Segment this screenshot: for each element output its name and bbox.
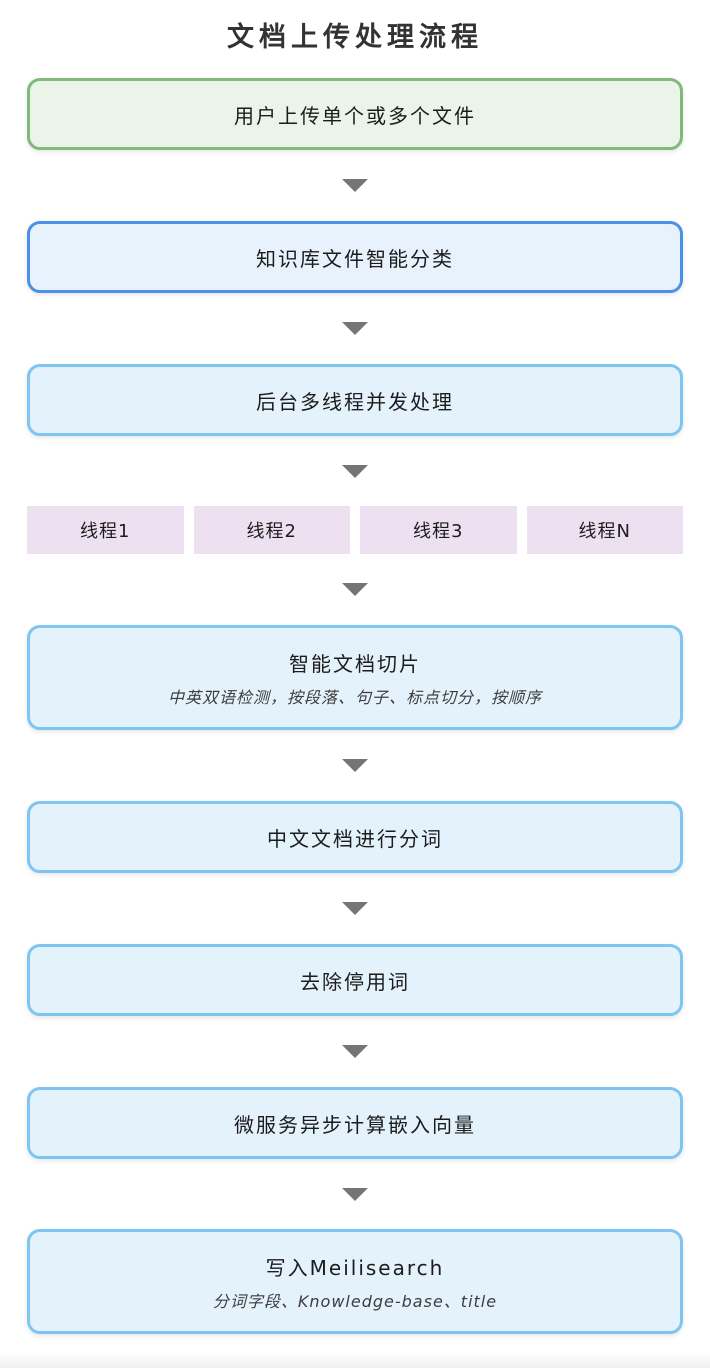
flow-node-segment: 中文文档进行分词 — [27, 801, 683, 873]
flow-node-thread-3: 线程3 — [360, 506, 517, 554]
node-label: 中文文档进行分词 — [267, 826, 443, 851]
flow-node-multithread: 后台多线程并发处理 — [27, 364, 683, 436]
flow-node-thread-2: 线程2 — [193, 506, 350, 554]
connector — [27, 1016, 683, 1087]
connector — [27, 554, 683, 625]
node-label: 智能文档切片 — [289, 651, 421, 676]
page-bottom-edge — [0, 1353, 710, 1368]
arrow-down-icon — [342, 1045, 368, 1058]
flow-node-thread-1: 线程1 — [27, 506, 184, 554]
flow-node-classify: 知识库文件智能分类 — [27, 221, 683, 293]
arrow-down-icon — [342, 179, 368, 192]
thread-row: 线程1 线程2 线程3 线程N — [27, 506, 683, 554]
connector — [27, 873, 683, 944]
node-subtitle: 中英双语检测，按段落、句子、标点切分，按顺序 — [167, 687, 542, 707]
connector — [27, 293, 683, 364]
flow-node-embedding: 微服务异步计算嵌入向量 — [27, 1087, 683, 1159]
node-label: 去除停用词 — [300, 969, 410, 994]
arrow-down-icon — [342, 322, 368, 335]
arrow-down-icon — [342, 464, 368, 478]
node-label: 微服务异步计算嵌入向量 — [234, 1112, 476, 1137]
connector — [27, 730, 683, 801]
connector — [27, 150, 683, 221]
flow-node-thread-n: 线程N — [526, 506, 683, 554]
arrow-down-icon — [342, 583, 368, 596]
flow-node-stopwords: 去除停用词 — [27, 944, 683, 1016]
node-label: 写入Meilisearch — [265, 1255, 445, 1280]
node-label: 后台多线程并发处理 — [256, 389, 454, 414]
flow-node-upload: 用户上传单个或多个文件 — [27, 78, 683, 150]
arrow-down-icon — [342, 1187, 368, 1201]
node-label: 用户上传单个或多个文件 — [234, 103, 476, 128]
node-label: 知识库文件智能分类 — [256, 246, 454, 271]
node-subtitle: 分词字段、Knowledge-base、title — [212, 1291, 498, 1311]
connector — [27, 436, 683, 506]
arrow-down-icon — [342, 902, 368, 915]
arrow-down-icon — [342, 759, 368, 772]
flow-node-meilisearch: 写入Meilisearch 分词字段、Knowledge-base、title — [27, 1229, 683, 1334]
connector — [27, 1159, 683, 1229]
flow-node-slicing: 智能文档切片 中英双语检测，按段落、句子、标点切分，按顺序 — [27, 625, 683, 730]
page-title: 文档上传处理流程 — [227, 22, 483, 53]
